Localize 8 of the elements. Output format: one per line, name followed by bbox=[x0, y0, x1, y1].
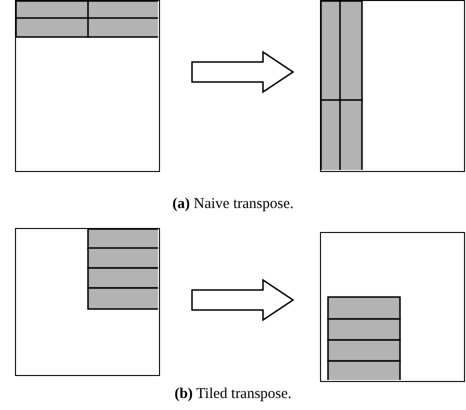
matrix-box bbox=[320, 232, 465, 382]
matrix-box bbox=[320, 0, 465, 172]
block-arrow bbox=[191, 50, 294, 94]
figure-caption: (b) Tiled transpose. bbox=[174, 386, 292, 403]
matrix-box bbox=[15, 0, 160, 172]
figure-caption: (a) Naive transpose. bbox=[172, 196, 294, 213]
matrix-box bbox=[15, 228, 160, 376]
block-arrow bbox=[191, 278, 294, 322]
